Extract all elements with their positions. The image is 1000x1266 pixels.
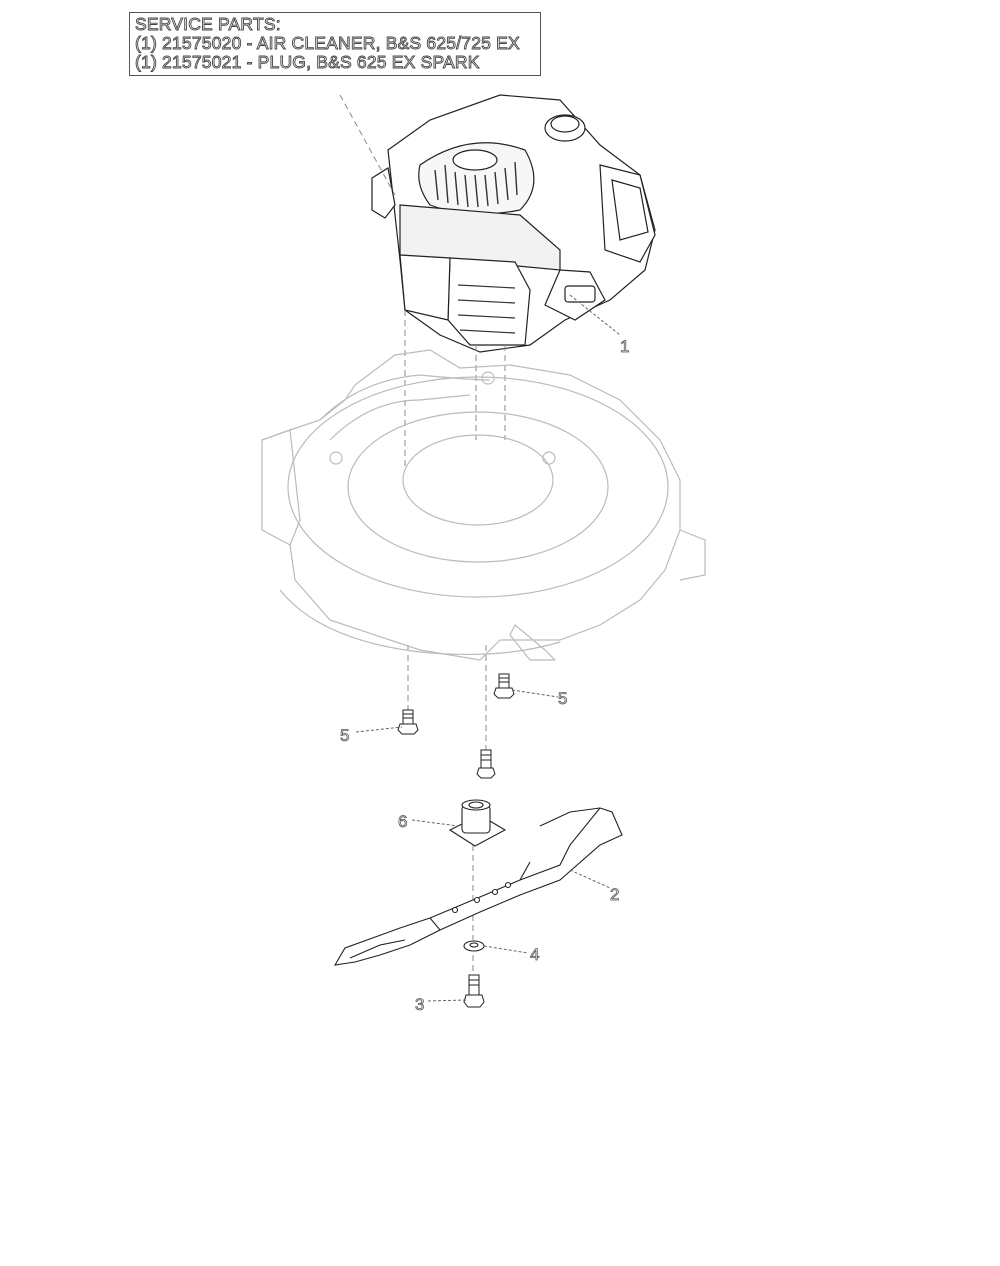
callout-1: 1 [620, 337, 629, 356]
engine-assembly [371, 94, 656, 353]
service-parts-box: SERVICE PARTS: (1) 21575020 - AIR CLEANE… [129, 12, 541, 76]
callout-5-left: 5 [340, 726, 349, 745]
callout-4: 4 [530, 945, 539, 964]
callout-5-right: 5 [558, 689, 567, 708]
leader-lines [355, 294, 621, 1002]
adapter-bolt [476, 749, 496, 779]
deck-bolt-right [493, 673, 515, 699]
callout-2: 2 [610, 885, 619, 904]
callout-6: 6 [398, 812, 407, 831]
mower-deck [261, 349, 706, 661]
callout-3: 3 [415, 995, 424, 1014]
deck-bolt-left [397, 709, 419, 735]
blade-washer [463, 940, 485, 952]
cutting-blade [333, 807, 623, 966]
blade-bolt [463, 974, 485, 1008]
blade-adapter [448, 799, 507, 847]
service-part-air-cleaner: (1) 21575020 - AIR CLEANER, B&S 625/725 … [135, 33, 521, 53]
service-parts-heading: SERVICE PARTS: [135, 14, 281, 34]
alignment-lines [339, 94, 506, 975]
service-part-spark-plug: (1) 21575021 - PLUG, B&S 625 EX SPARK [135, 52, 480, 72]
